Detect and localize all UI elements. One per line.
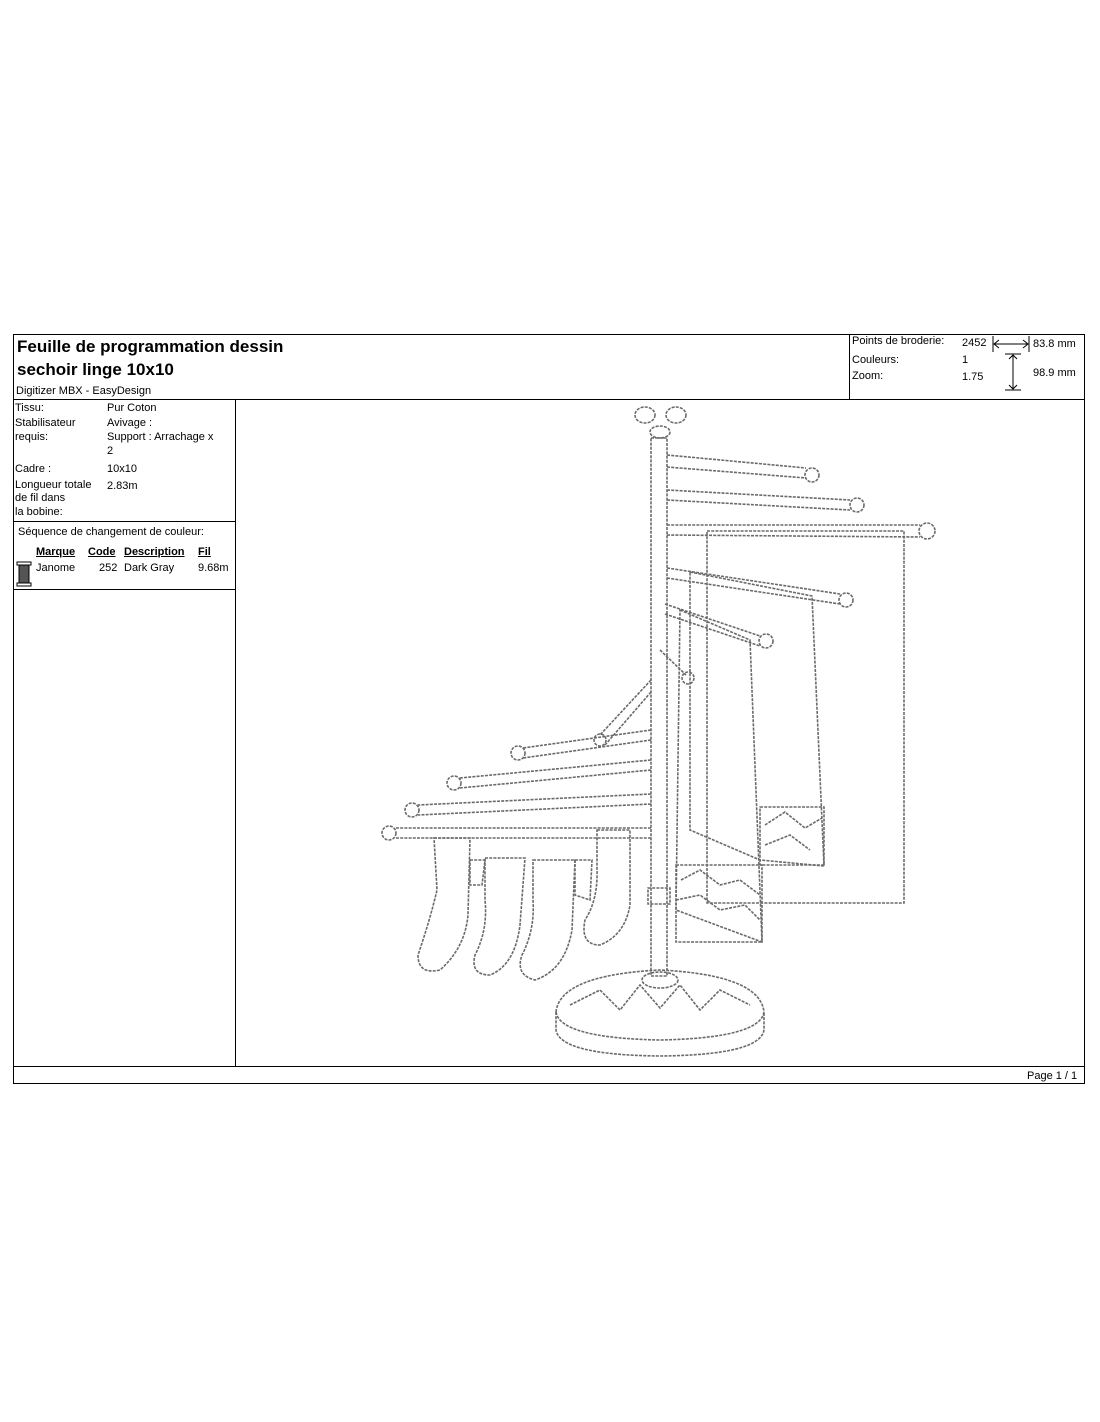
code-cell: 252 [99, 562, 118, 574]
dimension-arrows-icon [992, 336, 1030, 391]
divider [13, 521, 235, 522]
stabilizer-value: 2 [107, 445, 114, 457]
brand-cell: Janome [36, 562, 76, 574]
length-cell: 9.68m [198, 562, 229, 574]
bobbin-value: 2.83m [107, 480, 138, 492]
page-title: Feuille de programmation dessin [17, 337, 284, 356]
zoom-value: 1.75 [962, 371, 984, 383]
fabric-label: Tissu: [15, 402, 44, 414]
bobbin-label: la bobine: [15, 506, 63, 518]
stabilizer-value: Avivage : [107, 417, 153, 429]
divider [13, 399, 1084, 400]
column-header-code: Code [88, 546, 116, 558]
stabilizer-label: requis: [15, 431, 49, 443]
frame-label: Cadre : [15, 463, 52, 475]
divider [849, 334, 850, 399]
stabilizer-value: Support : Arrachage x [107, 431, 214, 443]
height-value: 98.9 mm [1033, 367, 1076, 379]
colors-value: 1 [962, 354, 969, 366]
page-number: Page 1 / 1 [1027, 1070, 1078, 1082]
software-name: Digitizer MBX - EasyDesign [16, 385, 152, 397]
points-value: 2452 [962, 337, 987, 349]
design-name: sechoir linge 10x10 [17, 360, 174, 379]
bobbin-label: de fil dans [15, 492, 66, 504]
points-label: Points de broderie: [852, 335, 945, 347]
colors-label: Couleurs: [852, 354, 900, 366]
column-header-brand: Marque [36, 546, 76, 558]
description-cell: Dark Gray [124, 562, 175, 574]
bobbin-label: Longueur totale [15, 479, 92, 491]
worksheet-frame [13, 334, 1085, 1084]
divider [13, 589, 235, 590]
width-value: 83.8 mm [1033, 338, 1076, 350]
stabilizer-label: Stabilisateur [15, 417, 76, 429]
thread-spool-icon [16, 561, 32, 587]
divider [235, 399, 236, 1066]
divider [13, 1066, 1084, 1067]
column-header-length: Fil [198, 546, 211, 558]
sequence-title: Séquence de changement de couleur: [18, 526, 204, 538]
column-header-description: Description [124, 546, 185, 558]
zoom-label: Zoom: [852, 370, 884, 382]
frame-value: 10x10 [107, 463, 137, 475]
fabric-value: Pur Coton [107, 402, 157, 414]
